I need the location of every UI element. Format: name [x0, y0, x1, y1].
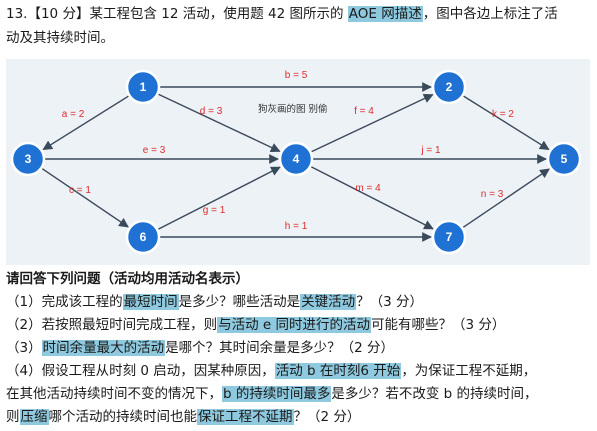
edge-label-6-4: g = 1 [203, 205, 226, 216]
questions-heading: 请回答下列问题（活动均用活动名表示） [6, 271, 249, 287]
highlight-concurrent-with-e: 与活动 e 同时进行的活动 [217, 317, 371, 333]
edge-label-4-5: j = 1 [420, 145, 441, 156]
node-circle-1 [125, 69, 161, 105]
question-2-text-b: 可能有哪些？（3 分） [370, 317, 506, 333]
edge-4-7 [310, 166, 434, 230]
node-4: 4 [278, 141, 314, 177]
question-4-line-2: 在其他活动持续时间不变的情况下，b 的持续时间最多是多少？若不改变 b 的持续时… [6, 386, 538, 403]
node-circle-3 [10, 141, 46, 177]
question-4-text-a: （4）假设工程从时刻 0 启动，因某种原因， [6, 363, 275, 379]
edge-4-2 [311, 93, 434, 153]
node-6: 6 [125, 219, 161, 255]
highlight-b-max-duration: b 的持续时间最多 [222, 386, 332, 402]
edge-7-5 [462, 168, 550, 229]
aoe-network-figure: a = 2 b = 5 c = 1 d = 3 e = 3 f = 4 g = 1 h = 1… [6, 59, 590, 265]
edge-2-5 [463, 95, 550, 151]
question-4-line-3-text-a: 则 [6, 409, 20, 425]
edge-3-6 [41, 167, 129, 228]
question-4-line-2-text-a: 在其他活动持续时间不变的情况下， [6, 386, 222, 402]
edge-label-7-5: n = 3 [481, 189, 504, 200]
question-1-text-c: ？（3 分） [356, 294, 423, 310]
question-4-line-3-text-c: ？（2 分） [293, 409, 361, 425]
node-label-4: 4 [293, 152, 300, 166]
question-1-text-b: 是多少？哪些活动是 [178, 294, 301, 310]
watermark-text: 狗灰画的图 别偷 [258, 103, 328, 115]
question-4-line-3-text-b: 哪个活动的持续时间也能 [48, 409, 198, 425]
question-1: （1）完成该工程的最短时间是多少？哪些活动是关键活动？（3 分） [6, 294, 423, 311]
problem-line-2: 动及其持续时间。 [6, 30, 114, 46]
node-5: 5 [546, 141, 582, 177]
node-label-6: 6 [140, 230, 147, 244]
node-1: 1 [125, 69, 161, 105]
edge-label-4-7: m = 4 [355, 183, 381, 194]
edge-labels-layer: a = 2 b = 5 c = 1 d = 3 e = 3 f = 4 g = 1 h = 1… [62, 70, 515, 232]
problem-text-end: ，图中各边上标注了活 [422, 6, 558, 22]
highlight-no-delay: 保证工程不延期 [197, 409, 294, 425]
node-circle-5 [546, 141, 582, 177]
question-4-line-2-text-b: 是多少？若不改变 b 的持续时间， [331, 386, 538, 402]
question-3-text-a: （3） [6, 340, 42, 356]
edges-layer [41, 82, 550, 242]
edge-label-1-2: b = 5 [285, 70, 308, 81]
highlight-aoe-network: AOE 网描述 [347, 6, 423, 22]
highlight-compress: 压缩 [19, 409, 49, 425]
question-4-text-b: ，为保证工程不延期， [401, 363, 537, 379]
edge-label-1-3: a = 2 [62, 109, 85, 120]
node-circle-7 [431, 219, 467, 255]
question-1-text-a: （1）完成该工程的 [6, 294, 123, 310]
highlight-max-slack-activity: 时间余量最大的活动 [41, 340, 166, 356]
node-3: 3 [10, 141, 46, 177]
question-4-line-1: （4）假设工程从时刻 0 启动，因某种原因，活动 b 在时刻6 开始，为保证工程… [6, 363, 536, 380]
highlight-critical-activities: 关键活动 [300, 294, 357, 310]
node-2: 2 [431, 69, 467, 105]
edge-label-3-4: e = 3 [143, 145, 166, 156]
edge-label-6-7: h = 1 [285, 221, 308, 232]
aoe-network-diagram: a = 2 b = 5 c = 1 d = 3 e = 3 f = 4 g = 1 h = 1… [10, 69, 582, 255]
highlight-shortest-time: 最短时间 [122, 294, 179, 310]
node-circle-6 [125, 219, 161, 255]
node-label-7: 7 [446, 230, 453, 244]
node-circle-4 [278, 141, 314, 177]
edge-1-3 [42, 95, 129, 151]
node-label-3: 3 [25, 152, 32, 166]
edge-label-1-4: d = 3 [200, 106, 223, 117]
node-label-1: 1 [140, 80, 147, 94]
node-circle-2 [431, 69, 467, 105]
node-7: 7 [431, 219, 467, 255]
edge-1-4 [158, 93, 281, 153]
question-3-text-b: 是哪个？其时间余量是多少？（2 分） [165, 340, 394, 356]
question-2-text-a: （2）若按照最短时间完成工程，则 [6, 317, 218, 333]
question-3: （3）时间余量最大的活动是哪个？其时间余量是多少？（2 分） [6, 340, 394, 357]
question-4-line-3: 则压缩哪个活动的持续时间也能保证工程不延期？（2 分） [6, 409, 360, 426]
problem-text-start: 13.【10 分】某工程包含 12 活动，使用题 42 图所示的 [6, 6, 348, 22]
problem-line-1: 13.【10 分】某工程包含 12 活动，使用题 42 图所示的 AOE 网描述… [6, 6, 558, 23]
node-label-5: 5 [561, 152, 568, 166]
edge-label-2-5: k = 2 [492, 109, 514, 120]
highlight-b-starts-at-6: 活动 b 在时刻6 开始 [274, 363, 402, 379]
edge-label-4-2: f = 4 [354, 106, 374, 117]
nodes-layer: 1 2 3 4 5 6 7 [10, 69, 582, 255]
edge-6-4 [157, 166, 281, 230]
edge-label-3-6: c = 1 [69, 185, 91, 196]
node-label-2: 2 [446, 80, 453, 94]
question-2: （2）若按照最短时间完成工程，则与活动 e 同时进行的活动可能有哪些？（3 分） [6, 317, 505, 334]
